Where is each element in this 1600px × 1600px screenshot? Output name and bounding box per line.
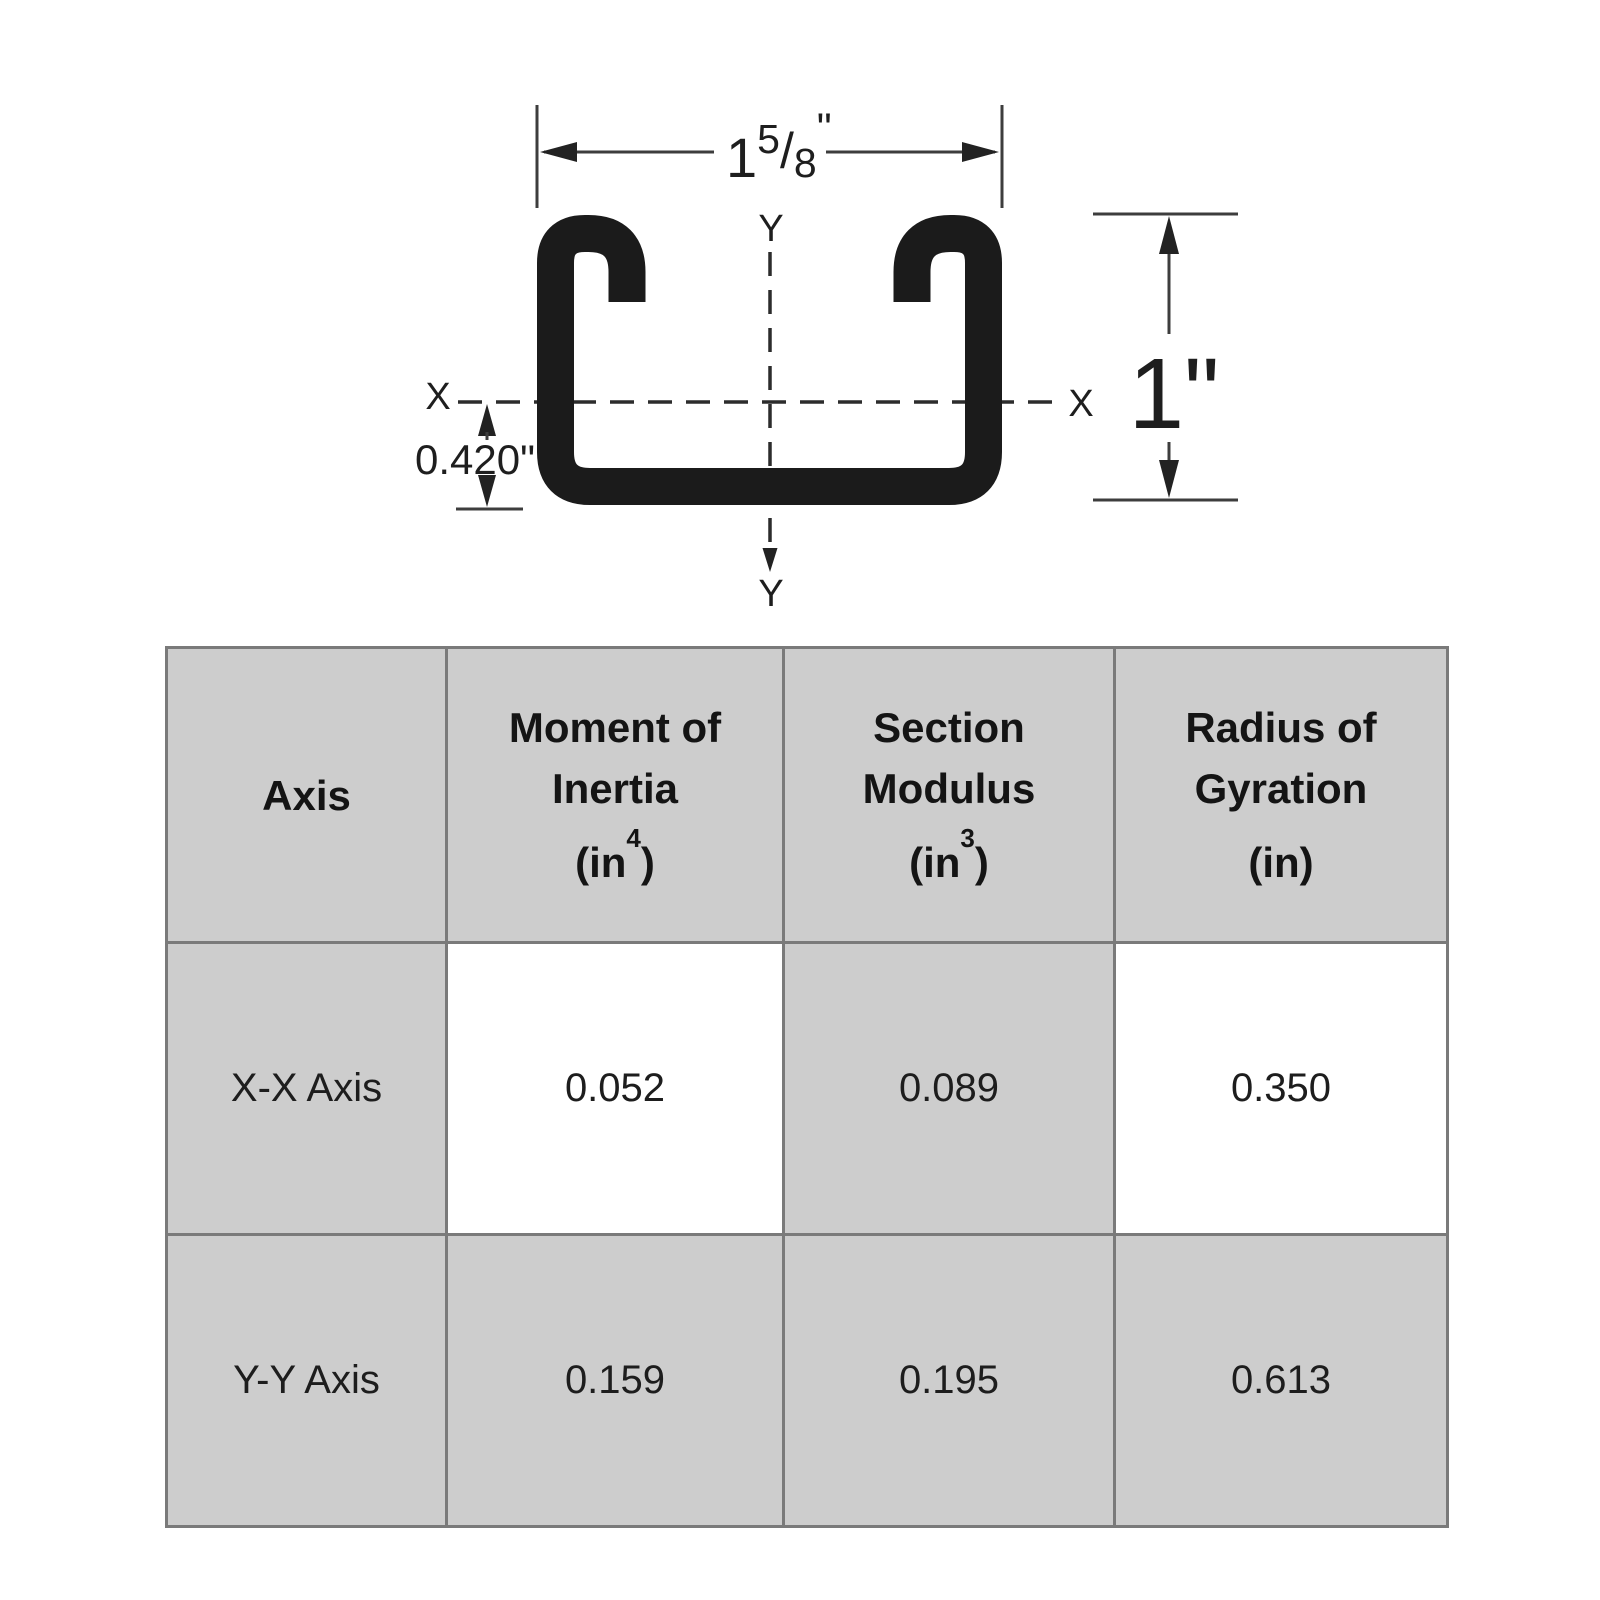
header-section-modulus: Section Modulus (in3) [782,646,1116,944]
unit-close: ) [640,839,655,886]
depth-down-arrowhead-icon [478,475,496,507]
down-arrowhead-icon [1159,460,1179,498]
y-axis-arrowhead-icon [762,548,778,572]
left-arrowhead-icon [540,142,577,162]
width-whole: 1 [726,126,757,189]
x-axis-label-left: X [425,376,450,418]
depth-dimension: 0.420" [415,404,535,511]
header-axis: Axis [165,646,448,944]
height-dimension-label: 1" [1128,338,1219,450]
moment-of-inertia-value: 0.052 [445,941,785,1236]
unit-open: (in [1248,839,1300,886]
width-denominator: 8 [794,140,817,186]
unit-close: ) [974,839,989,886]
unit-open: (in [909,839,961,886]
radius-of-gyration-value: 0.613 [1113,1233,1449,1528]
y-axis-label-top: Y [758,208,783,250]
header-axis-label: Axis [262,771,351,819]
width-fraction-slash: / [780,123,794,179]
section-properties-table: Axis Moment of Inertia (in4) Section Mod… [165,646,1449,1528]
y-axis-label-bottom: Y [758,573,783,615]
height-dimension: 1" [1093,212,1238,502]
unit-open: (in [575,839,627,886]
x-axis-label-right: X [1068,383,1093,425]
moment-of-inertia-value: 0.159 [445,1233,785,1528]
table-row-xx-axis: X-X Axis 0.052 0.089 0.350 [165,941,1449,1236]
depth-up-arrowhead-icon [478,404,496,436]
depth-dimension-label: 0.420" [415,436,535,483]
table-row-yy-axis: Y-Y Axis 0.159 0.195 0.613 [165,1233,1449,1528]
header-line: Modulus [862,765,1036,812]
radius-of-gyration-value: 0.350 [1113,941,1449,1236]
table-header-row: Axis Moment of Inertia (in4) Section Mod… [165,646,1449,944]
width-numerator: 5 [757,116,780,162]
header-unit: (in) [1116,832,1446,893]
right-arrowhead-icon [962,142,999,162]
y-axis: Y Y [758,208,783,615]
header-line: Section [873,704,1025,751]
strut-channel-cross-section-diagram: X X Y Y 15/8" 1" [415,104,1238,615]
channel-profile [537,215,1002,505]
unit-close: ) [1299,839,1314,886]
header-line: Inertia [551,765,679,812]
header-unit: (in3) [785,825,1113,893]
section-modulus-value: 0.195 [782,1233,1116,1528]
axis-cell: X-X Axis [165,941,448,1236]
up-arrowhead-icon [1159,216,1179,254]
header-line: Radius of [1185,704,1377,751]
unit-superscript: 3 [960,823,975,853]
header-unit: (in4) [448,825,782,893]
width-dimension: 15/8" [535,104,1004,208]
header-radius-of-gyration: Radius of Gyration (in) [1113,646,1449,944]
header-line: Moment of [508,704,722,751]
width-inch-mark: " [817,104,832,151]
header-moment-of-inertia: Moment of Inertia (in4) [445,646,785,944]
unit-superscript: 4 [626,823,641,853]
section-modulus-value: 0.089 [782,941,1116,1236]
axis-cell: Y-Y Axis [165,1233,448,1528]
header-line: Gyration [1194,765,1368,812]
width-dimension-label: 15/8" [726,104,832,189]
